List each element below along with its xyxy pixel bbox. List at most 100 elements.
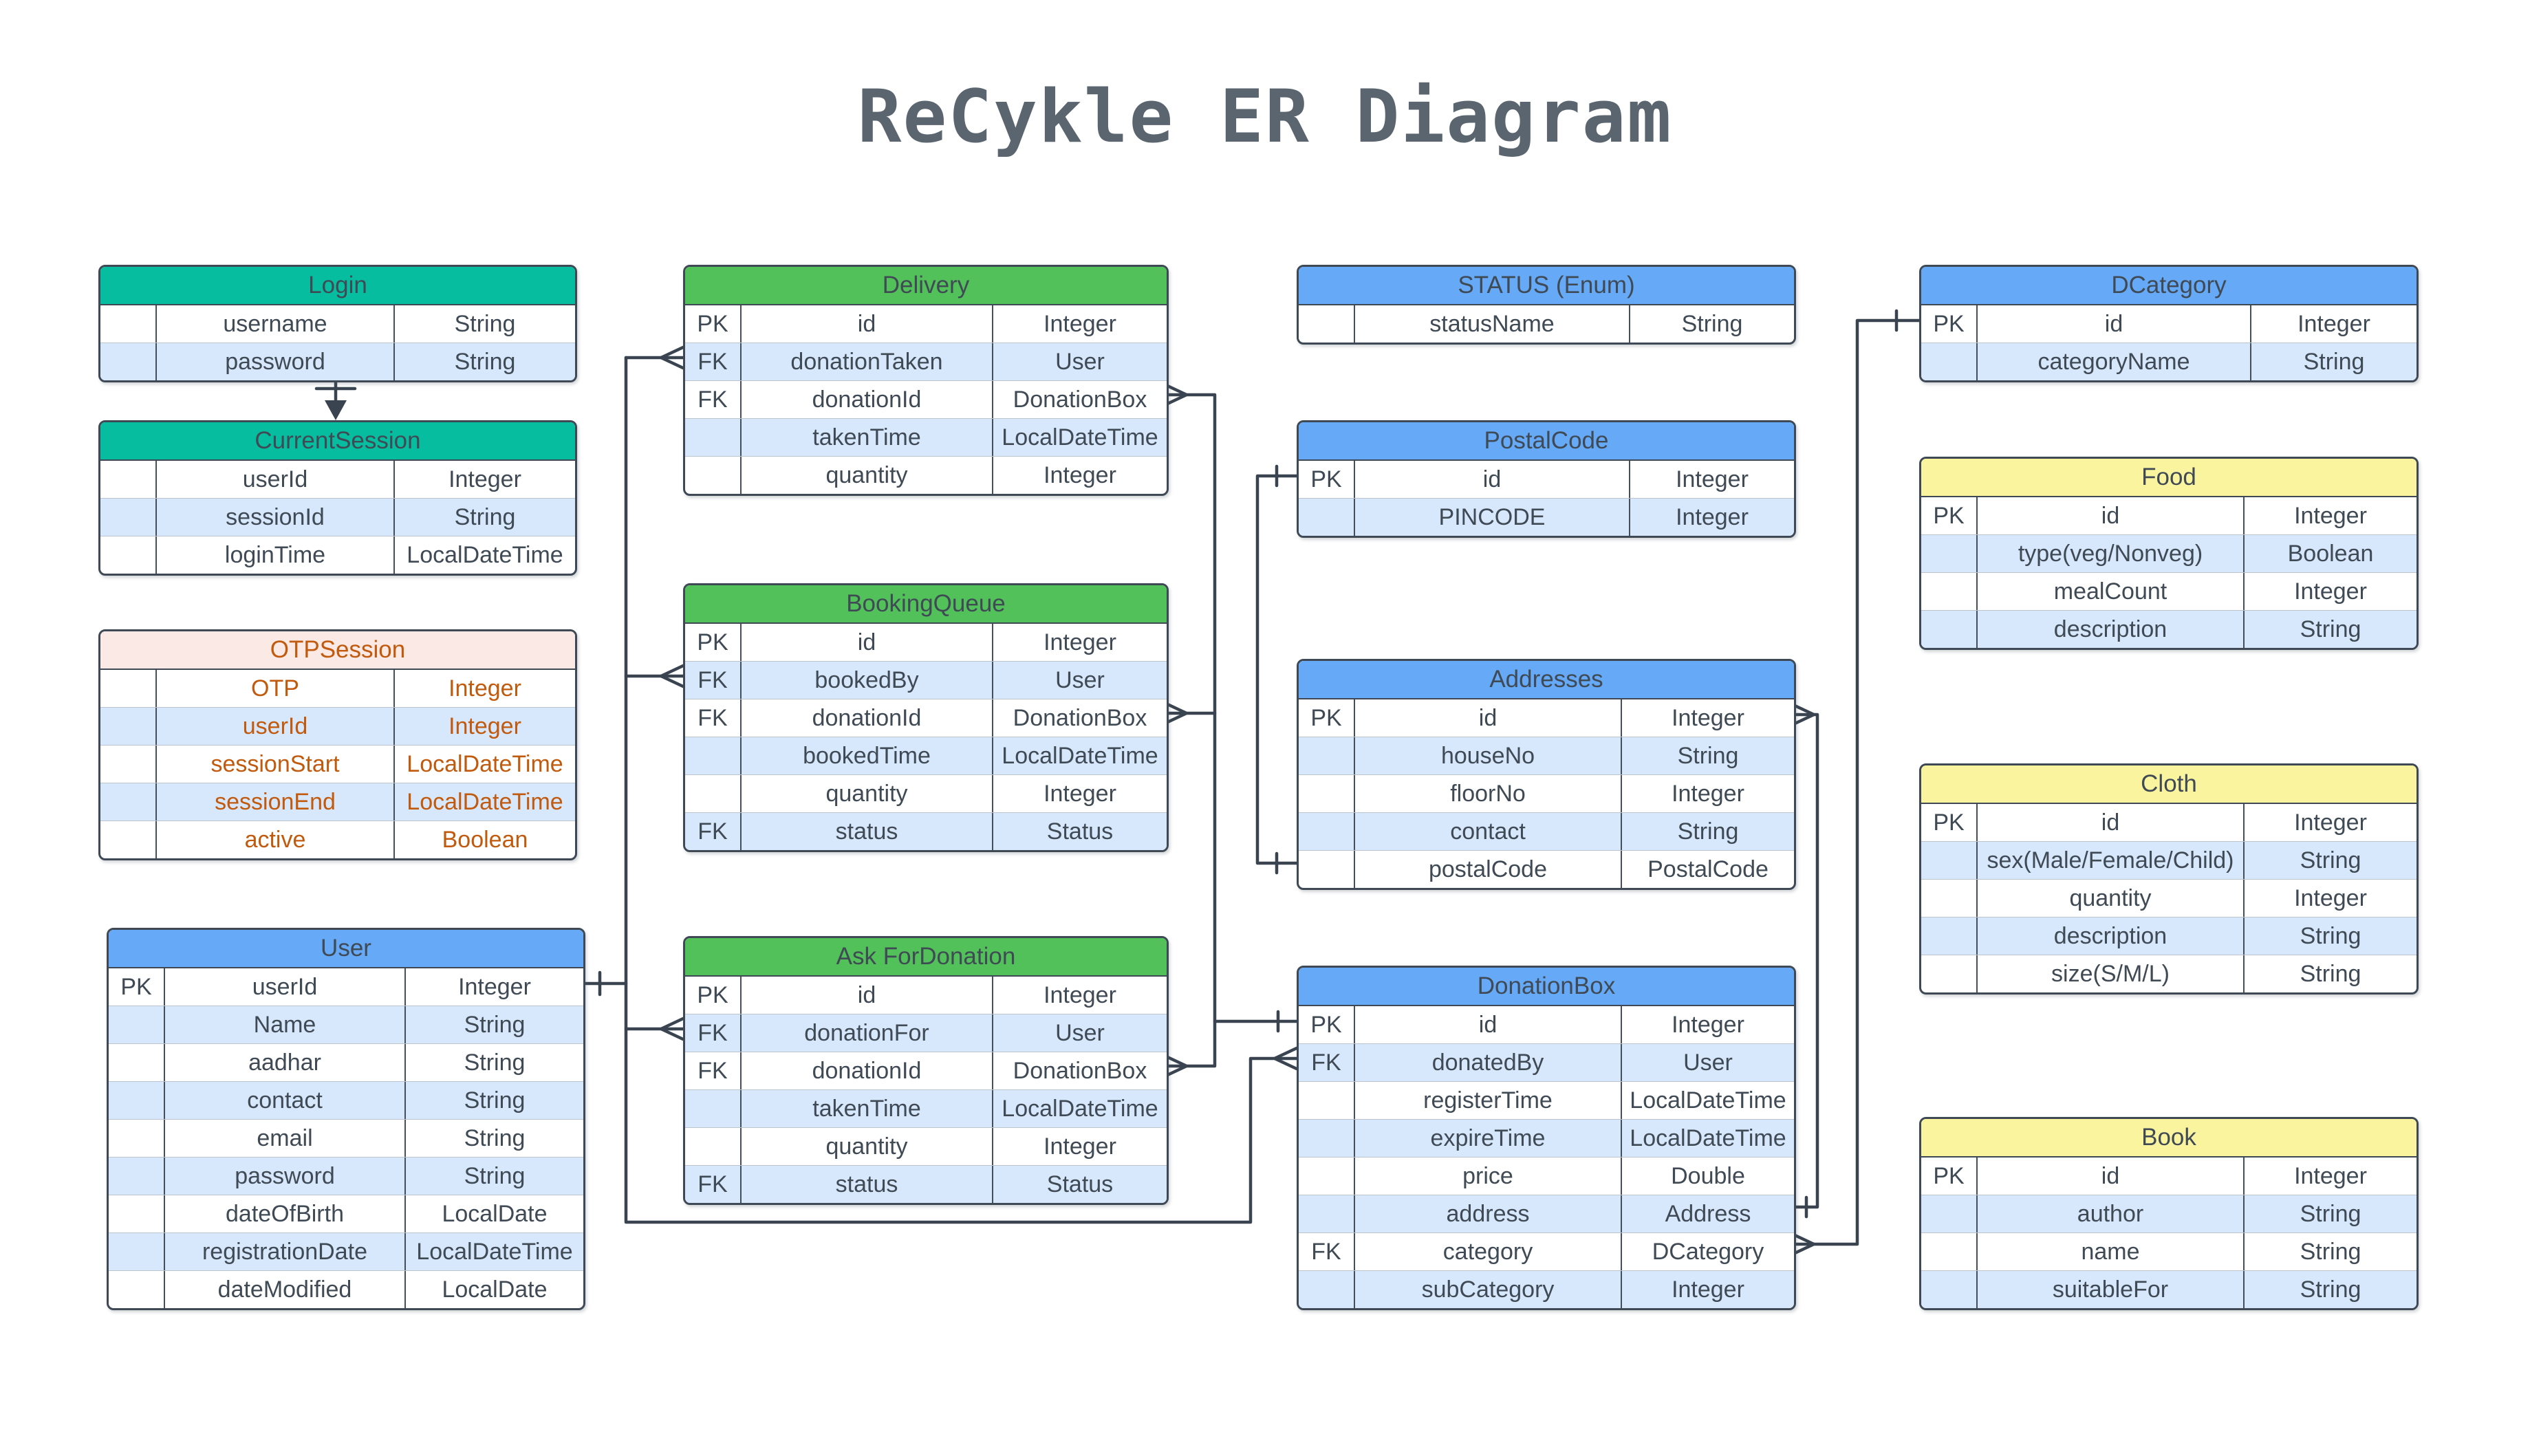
key-badge: FK (1299, 1044, 1355, 1081)
field-name: dateOfBirth (165, 1195, 406, 1232)
entity-row: sessionEnd LocalDateTime (100, 783, 575, 821)
field-name: statusName (1355, 305, 1630, 343)
key-badge (1299, 305, 1355, 343)
field-type: Boolean (442, 827, 528, 853)
entity-delivery-title: Delivery (685, 267, 1167, 305)
key-badge (100, 461, 157, 498)
key-badge (109, 1271, 165, 1308)
diagram-title: ReCykle ER Diagram (857, 74, 1673, 159)
entity-status-title: STATUS (Enum) (1299, 267, 1794, 305)
field-type: Integer (1044, 629, 1116, 655)
key-badge (1921, 1233, 1978, 1270)
key-badge (1921, 955, 1978, 992)
field-type: User (1055, 667, 1105, 693)
key-badge (685, 419, 742, 456)
field-type: Integer (2294, 885, 2367, 911)
field-name: postalCode (1355, 851, 1622, 888)
field-type: String (464, 1087, 526, 1113)
field-name: sex(Male/Female/Child) (1978, 842, 2245, 879)
key-badge: PK (1299, 461, 1355, 498)
field-type: String (1677, 818, 1739, 845)
key-badge (1299, 851, 1355, 888)
key-badge (685, 775, 742, 812)
key-badge: FK (685, 381, 742, 418)
key-badge: FK (685, 662, 742, 699)
field-type: Integer (2297, 311, 2370, 337)
entity-row: size(S/M/L)String (1921, 955, 2417, 992)
field-name: OTP (157, 670, 395, 707)
field-name: quantity (1978, 880, 2245, 917)
field-name: userId (165, 968, 406, 1006)
field-name: quantity (742, 775, 993, 812)
field-type: Integer (1672, 781, 1744, 807)
field-name: size(S/M/L) (1978, 955, 2245, 992)
key-badge (100, 499, 157, 536)
field-type: PostalCode (1647, 856, 1769, 882)
field-type: String (2300, 1276, 2361, 1303)
key-badge (109, 1195, 165, 1232)
entity-row: contact String (109, 1081, 583, 1119)
key-badge: PK (1921, 804, 1978, 841)
key-badge (1921, 535, 1978, 572)
field-name: type(veg/Nonveg) (1978, 535, 2245, 572)
entity-row: password String (109, 1157, 583, 1195)
field-name: aadhar (165, 1044, 406, 1081)
field-type: String (464, 1163, 526, 1189)
field-name: status (742, 1166, 993, 1203)
field-name: email (165, 1120, 406, 1157)
field-name: sessionEnd (157, 783, 395, 821)
key-badge (1921, 1195, 1978, 1232)
field-type: LocalDateTime (416, 1239, 573, 1265)
entity-otpsession-title: OTPSession (100, 631, 575, 670)
entity-food-title: Food (1921, 459, 2417, 497)
field-name: expireTime (1355, 1120, 1622, 1157)
field-name: takenTime (742, 419, 993, 456)
field-type: LocalDateTime (407, 789, 563, 815)
field-name: contact (165, 1082, 406, 1119)
field-type: String (2300, 1201, 2361, 1227)
field-type: String (2300, 847, 2361, 873)
field-name: bookedTime (742, 737, 993, 774)
field-name: donationId (742, 1052, 993, 1089)
key-badge: PK (685, 305, 742, 343)
field-type: String (454, 311, 516, 337)
entity-cloth-title: Cloth (1921, 765, 2417, 804)
entity-dcategory-title: DCategory (1921, 267, 2417, 305)
key-badge (100, 343, 157, 380)
field-type: String (454, 504, 516, 530)
key-badge (1299, 737, 1355, 774)
field-name: password (165, 1158, 406, 1195)
key-badge (685, 737, 742, 774)
field-name: dateModified (165, 1271, 406, 1308)
field-type: Status (1046, 1171, 1114, 1197)
field-name: houseNo (1355, 737, 1622, 774)
field-type: Boolean (2287, 541, 2374, 567)
key-badge (109, 1120, 165, 1157)
field-type: Integer (2294, 503, 2367, 529)
field-name: mealCount (1978, 573, 2245, 610)
field-name: id (1978, 305, 2251, 343)
field-type: Integer (448, 466, 521, 492)
key-badge (1299, 1195, 1355, 1232)
field-type: String (2300, 1239, 2361, 1265)
field-type: LocalDateTime (1002, 1096, 1158, 1122)
key-badge: PK (1921, 1158, 1978, 1195)
entity-postalcode-title: PostalCode (1299, 422, 1794, 461)
